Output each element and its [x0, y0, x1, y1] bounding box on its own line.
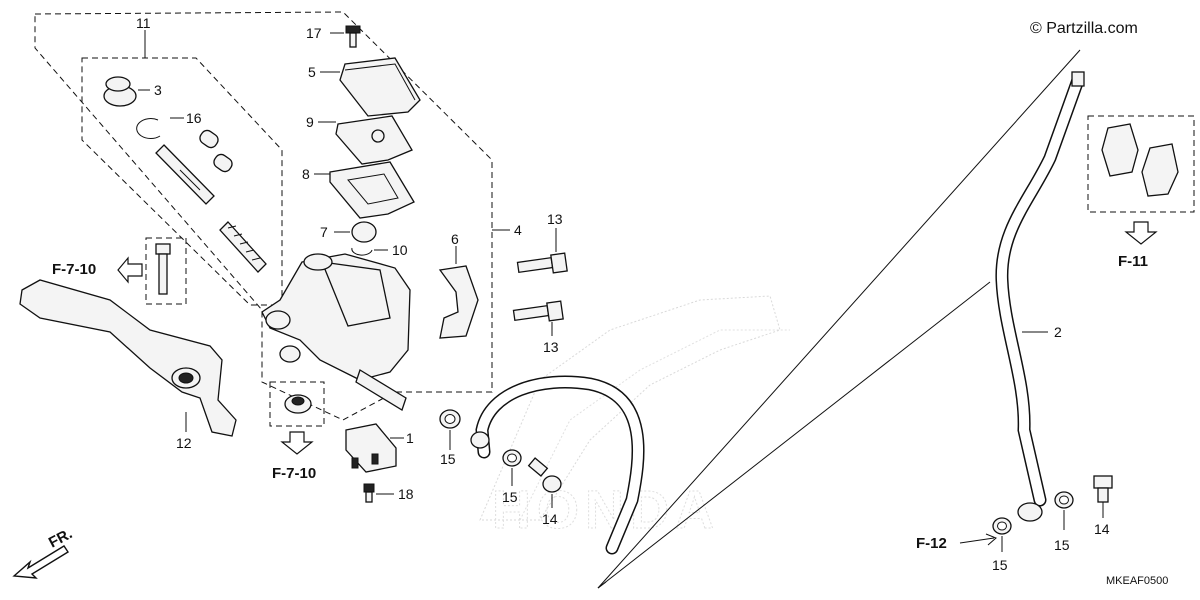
callout-15-a: 15 [440, 451, 456, 467]
part-3-boot[interactable] [103, 76, 137, 107]
clamp-detail-outline [1087, 115, 1195, 213]
part-16-circlip[interactable] [136, 118, 161, 140]
lever-pivot-bolt[interactable] [155, 243, 171, 295]
part-8-diaphragm[interactable] [329, 161, 415, 219]
callout-6: 6 [451, 231, 459, 247]
front-arrow-icon [12, 545, 69, 579]
front-direction-indicator: FR. [12, 525, 75, 579]
callout-7: 7 [320, 224, 328, 240]
part-13-holder-bolt-upper[interactable] [516, 252, 568, 274]
part-6-holder-clamp[interactable] [438, 265, 479, 339]
callout-13-upper: 13 [547, 211, 563, 227]
ref-f-7-10-bottom[interactable]: F-7-10 [272, 465, 316, 482]
part-18-switch-screw[interactable] [363, 483, 375, 503]
part-10-clip[interactable] [351, 247, 373, 256]
partzilla-watermark: © Partzilla.com [1030, 20, 1138, 37]
diagram-code: MKEAF0500 [1106, 575, 1168, 587]
callout-3: 3 [154, 82, 162, 98]
piston-assembly[interactable] [155, 128, 267, 273]
hose-clamp-detail[interactable] [1101, 123, 1179, 197]
callout-18: 18 [398, 486, 414, 502]
part-7-float[interactable] [351, 221, 377, 243]
part-17-screw[interactable] [345, 25, 361, 48]
assembly-4-outline [34, 11, 493, 421]
callout-15-d: 15 [1054, 537, 1070, 553]
ref-f-12[interactable]: F-12 [916, 535, 947, 552]
ref-arrow-f11 [1124, 221, 1158, 245]
front-label: FR. [46, 525, 75, 551]
ref-arrow-down [280, 431, 314, 455]
callout-14-b: 14 [1094, 521, 1110, 537]
callout-13-lower: 13 [543, 339, 559, 355]
honda-logo-text: HONDA [492, 480, 720, 540]
callout-8: 8 [302, 166, 310, 182]
callout-16: 16 [186, 110, 202, 126]
ref-arrow-f12 [959, 533, 997, 546]
guide-line-2 [597, 281, 991, 589]
part-15-washer-a[interactable] [439, 409, 461, 429]
part-12-brake-lever[interactable] [19, 279, 237, 437]
guide-line-1 [597, 49, 1081, 589]
part-15-washer-d[interactable] [1054, 491, 1074, 509]
callout-5: 5 [308, 64, 316, 80]
part-14-oil-bolt-a[interactable] [527, 457, 562, 493]
part-15-washer-c[interactable] [992, 517, 1012, 535]
callout-15-b: 15 [502, 489, 518, 505]
part-15-washer-b[interactable] [502, 449, 522, 467]
part-14-oil-bolt-b[interactable] [1093, 475, 1113, 503]
callout-11: 11 [136, 15, 151, 31]
callout-9: 9 [306, 114, 314, 130]
callout-2: 2 [1054, 324, 1062, 340]
callout-14-a: 14 [542, 511, 558, 527]
part-5-reservoir-cap[interactable] [339, 57, 421, 117]
callout-4: 4 [514, 222, 522, 238]
guide-line-3 [597, 581, 607, 589]
ref-f-7-10-left[interactable]: F-7-10 [52, 261, 96, 278]
nut-detail[interactable] [284, 394, 312, 414]
part-13-holder-bolt-lower[interactable] [512, 300, 564, 322]
callout-10: 10 [392, 242, 408, 258]
ref-f-11[interactable]: F-11 [1118, 253, 1148, 270]
nut-detail-outline [269, 381, 325, 427]
callout-15-c: 15 [992, 557, 1008, 573]
brake-hose-upper[interactable] [470, 375, 645, 555]
callout-1: 1 [406, 430, 414, 446]
honda-wing-watermark: HONDA [479, 295, 790, 541]
part-9-diaphragm-plate[interactable] [335, 115, 413, 165]
master-cylinder-body[interactable] [261, 253, 411, 411]
part-1-brake-switch[interactable] [345, 423, 397, 473]
callout-17: 17 [306, 25, 322, 41]
lever-bolt-outline [145, 237, 187, 305]
ref-arrow-left [117, 256, 143, 284]
callout-12: 12 [176, 435, 192, 451]
brake-hose-lower[interactable] [995, 71, 1085, 522]
